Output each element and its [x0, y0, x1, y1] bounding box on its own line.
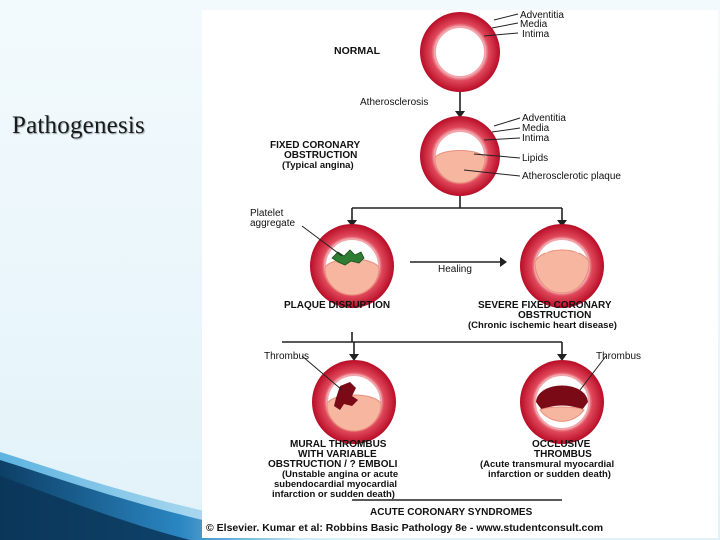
- label-intima-2: Intima: [522, 133, 550, 144]
- vessel-plaque-disruption: [310, 224, 394, 308]
- stage-occlusive-line4: infarction or sudden death): [488, 469, 611, 480]
- label-lipids: Lipids: [522, 153, 548, 164]
- stage-fixed-line3: (Typical angina): [282, 160, 354, 171]
- vessel-mural-thrombus: [312, 360, 396, 444]
- vessel-severe-fixed: [520, 224, 604, 308]
- stage-severe-line3: (Chronic ischemic heart disease): [468, 320, 617, 331]
- vessel-occlusive-thrombus: [520, 360, 604, 444]
- copyright-line: © Elsevier. Kumar et al: Robbins Basic P…: [206, 522, 716, 534]
- stage-atherosclerosis: Atherosclerosis: [360, 97, 428, 108]
- label-thrombus-right: Thrombus: [596, 351, 641, 362]
- stage-healing: Healing: [438, 264, 472, 275]
- label-thrombus-left: Thrombus: [264, 351, 309, 362]
- stage-plaque-disruption: PLAQUE DISRUPTION: [284, 300, 390, 311]
- stage-mural-line6: infarction or sudden death): [272, 489, 395, 500]
- stage-acute-coronary-syndromes: ACUTE CORONARY SYNDROMES: [370, 507, 533, 518]
- vessel-fixed-obstruction: [420, 116, 500, 196]
- pathogenesis-figure: Adventitia Media Intima NORMAL Atheroscl…: [202, 10, 718, 538]
- vessel-normal: [420, 12, 500, 92]
- stage-normal: NORMAL: [334, 45, 381, 57]
- pathogenesis-diagram: Adventitia Media Intima NORMAL Atheroscl…: [202, 10, 718, 538]
- label-atherosclerotic-plaque: Atherosclerotic plaque: [522, 171, 621, 182]
- label-intima: Intima: [522, 29, 550, 40]
- label-platelet-line2: aggregate: [250, 218, 295, 229]
- slide-title: Pathogenesis: [12, 112, 145, 140]
